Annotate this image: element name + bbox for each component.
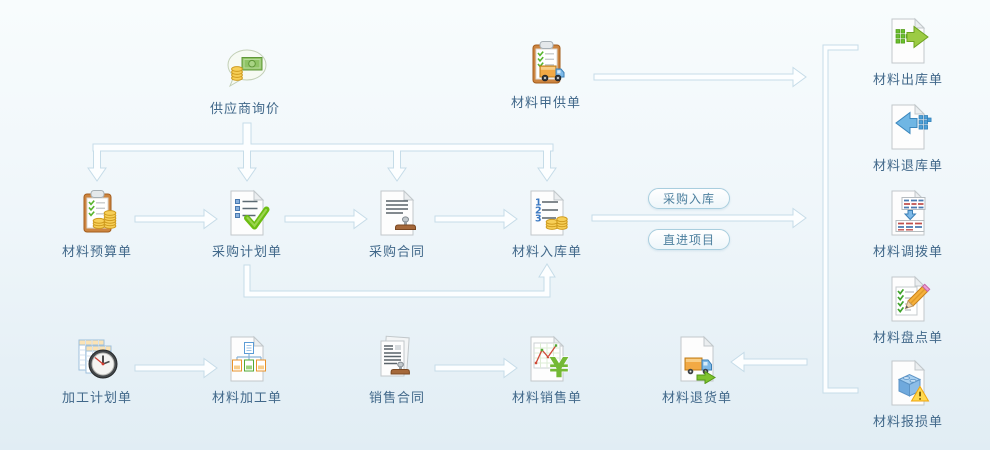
node-label: 材料加工单 (211, 391, 282, 406)
node-processing-plan[interactable]: 加工计划单 (42, 334, 152, 406)
node-label: 材料退库单 (872, 159, 943, 174)
svg-text:¥: ¥ (549, 351, 569, 384)
arrow-contract-to-inbound (434, 208, 518, 230)
clipboard-truck-icon (521, 39, 571, 89)
node-label: 材料甲供单 (510, 96, 581, 111)
direct-project-badge[interactable]: 直进项目 (648, 229, 730, 250)
node-material-outbound[interactable]: 材料出库单 (853, 16, 963, 88)
doc-stamp-icon (372, 188, 422, 238)
arrow-inbound-to-warehouse-group (591, 207, 807, 229)
node-material-damage[interactable]: 材料报损单 (853, 358, 963, 430)
doc-transfer-icon (883, 188, 933, 238)
money-chat-icon (220, 45, 270, 95)
arrow-plan-to-contract (284, 208, 368, 230)
docs-stamp-icon (372, 334, 422, 384)
clipboard-coins-icon (72, 188, 122, 238)
doc-in-arrow-icon (883, 102, 933, 152)
node-material-stocktake[interactable]: 材料盘点单 (853, 274, 963, 346)
node-label: 材料盘点单 (872, 331, 943, 346)
distribution-tree (87, 122, 557, 182)
node-label: 材料销售单 (511, 391, 582, 406)
node-label: 采购合同 (368, 245, 425, 260)
node-purchase-plan[interactable]: 采购计划单 (192, 188, 302, 260)
node-label: 销售合同 (368, 391, 425, 406)
node-sales-contract[interactable]: 销售合同 (342, 334, 452, 406)
node-purchase-contract[interactable]: 采购合同 (342, 188, 452, 260)
node-label: 材料报损单 (872, 415, 943, 430)
svg-text:1: 1 (535, 198, 542, 209)
node-label: 材料退货单 (661, 391, 732, 406)
arrow-warehouse-group-to-returns (730, 351, 808, 373)
doc-checklist-pencil-icon (883, 274, 933, 324)
doc-out-arrow-icon (883, 16, 933, 66)
node-material-return-store[interactable]: 材料退库单 (853, 102, 963, 174)
svg-text:2: 2 (535, 206, 542, 217)
doc-truck-return-icon (672, 334, 722, 384)
node-material-transfer[interactable]: 材料调拨单 (853, 188, 963, 260)
arrow-owner-supplied-to-warehouse-group (593, 66, 807, 88)
node-label: 供应商询价 (209, 102, 280, 117)
arrow-processing-plan-to-processing (134, 357, 218, 379)
svg-text:3: 3 (535, 214, 542, 225)
node-owner-supplied[interactable]: 材料甲供单 (491, 39, 601, 111)
node-label: 加工计划单 (61, 391, 132, 406)
arrow-sales-contract-to-sales (434, 357, 518, 379)
doc-block-warning-icon (883, 358, 933, 408)
node-material-budget[interactable]: 材料预算单 (42, 188, 152, 260)
node-material-processing[interactable]: 材料加工单 (192, 334, 302, 406)
node-material-returns[interactable]: 材料退货单 (642, 334, 752, 406)
arrow-budget-to-plan (134, 208, 218, 230)
node-label: 材料调拨单 (872, 245, 943, 260)
node-label: 材料预算单 (61, 245, 132, 260)
doc-check-icon (222, 188, 272, 238)
node-supplier-inquiry[interactable]: 供应商询价 (190, 45, 300, 117)
warehouse-group-bracket (822, 44, 859, 394)
sheets-clock-icon (72, 334, 122, 384)
node-label: 采购计划单 (211, 245, 282, 260)
loop-plan-to-inbound (243, 263, 556, 298)
node-label: 材料入库单 (511, 245, 582, 260)
doc-chart-yen-icon: ¥ (522, 334, 572, 384)
purchase-inbound-badge[interactable]: 采购入库 (648, 188, 730, 209)
node-material-sales[interactable]: ¥ 材料销售单 (492, 334, 602, 406)
node-label: 材料出库单 (872, 73, 943, 88)
doc-hierarchy-icon (222, 334, 272, 384)
